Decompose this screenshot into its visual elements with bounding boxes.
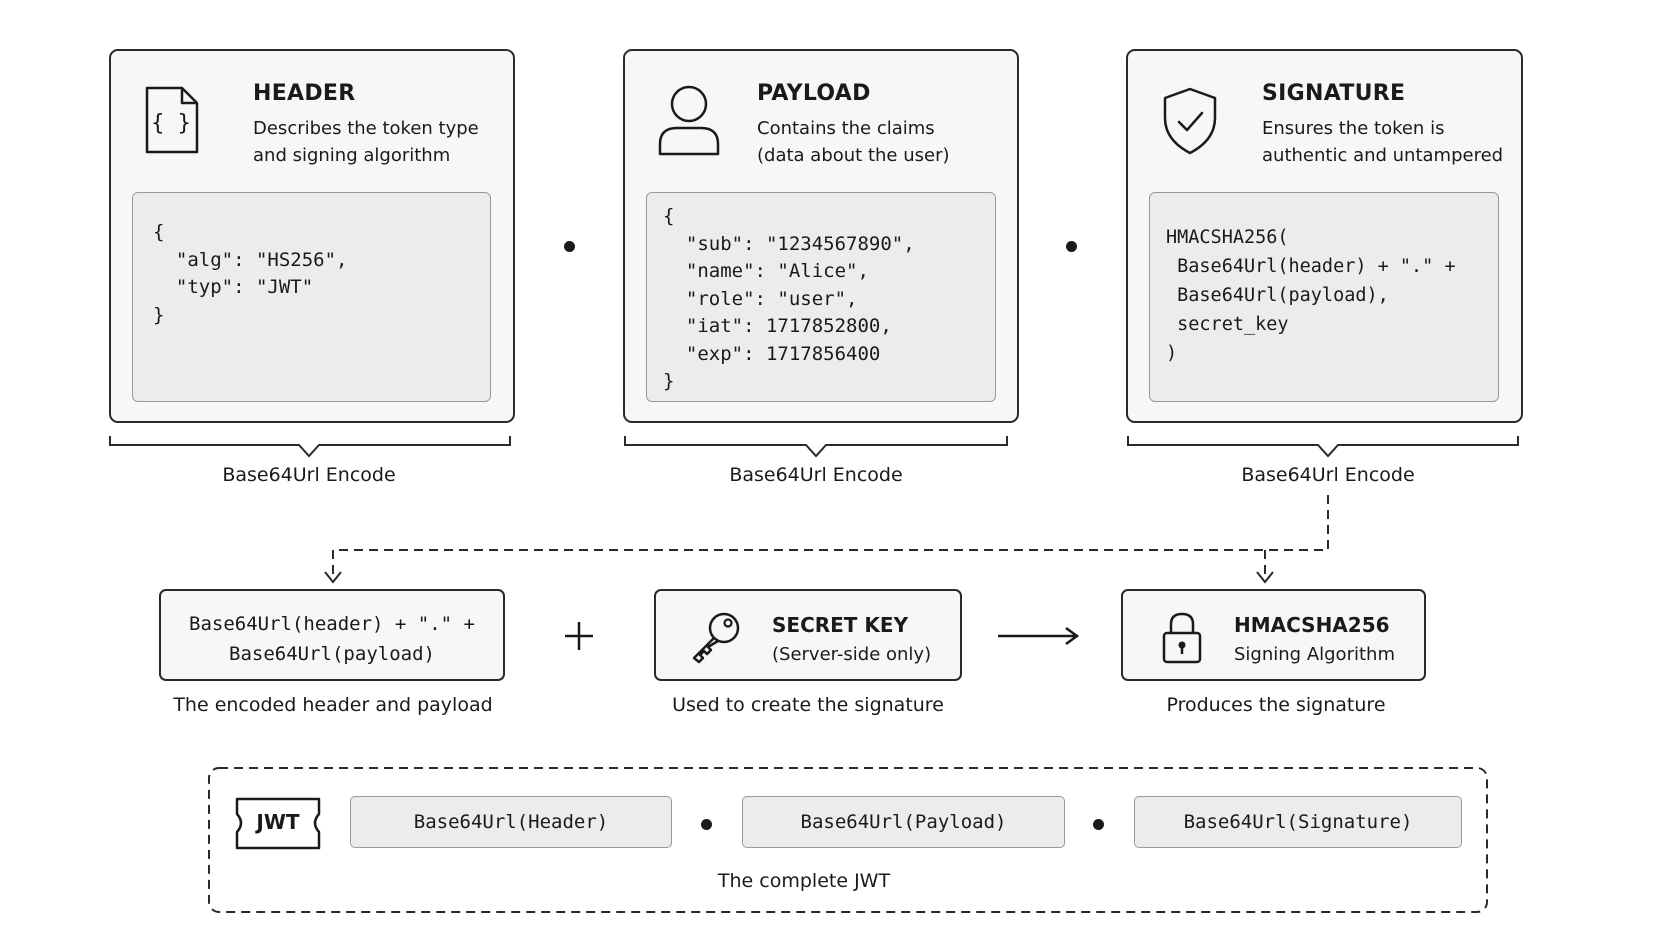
header-encode-label: Base64Url Encode (222, 464, 396, 486)
payload-code-box: { "sub": "1234567890", "name": "Alice", … (646, 192, 996, 402)
header-card: { } HEADER Describes the token type and … (109, 49, 515, 423)
jwt-badge: JWT (234, 796, 322, 851)
jwt-container (208, 767, 1488, 913)
payload-encode-label: Base64Url Encode (729, 464, 903, 486)
secret-key-caption: Used to create the signature (672, 694, 944, 716)
separator-dot-2 (1066, 241, 1077, 252)
algorithm-title: HMACSHA256 (1234, 613, 1390, 637)
jwt-segment-payload: Base64Url(Payload) (742, 796, 1065, 848)
secret-key-title: SECRET KEY (772, 613, 909, 637)
jwt-caption: The complete JWT (717, 870, 891, 892)
signature-description: Ensures the token is authentic and untam… (1262, 118, 1504, 166)
signing-input-code: Base64Url(header) + "." + Base64Url(payl… (189, 613, 475, 665)
arrowhead-right (1256, 571, 1274, 584)
signature-encode-label: Base64Url Encode (1241, 464, 1415, 486)
header-title: HEADER (253, 81, 356, 106)
key-icon (688, 608, 744, 668)
algorithm-subtitle: Signing Algorithm (1234, 644, 1395, 665)
header-code-box: { "alg": "HS256", "typ": "JWT" } (132, 192, 491, 402)
algorithm-box: HMACSHA256 Signing Algorithm (1121, 589, 1426, 681)
json-file-icon: { } (144, 85, 200, 159)
signature-code-box: HMACSHA256( Base64Url(header) + "." + Ba… (1149, 192, 1499, 402)
signature-title: SIGNATURE (1262, 81, 1406, 106)
header-description: Describes the token type and signing alg… (253, 118, 479, 166)
plus-sign (565, 622, 593, 650)
payload-card: PAYLOAD Contains the claims (data about … (623, 49, 1019, 423)
jwt-segment-header: Base64Url(Header) (350, 796, 672, 848)
secret-key-box: SECRET KEY (Server-side only) (654, 589, 962, 681)
signing-input-box: Base64Url(header) + "." + Base64Url(payl… (159, 589, 505, 681)
signature-brace (1127, 436, 1519, 458)
separator-dot-1 (564, 241, 575, 252)
user-icon (657, 84, 721, 162)
shield-check-icon (1161, 86, 1219, 160)
jwt-dot-1 (701, 819, 712, 830)
jwt-dot-2 (1093, 819, 1104, 830)
arrowhead-left (324, 571, 342, 584)
jwt-badge-label: JWT (256, 810, 300, 834)
lock-icon (1161, 611, 1203, 669)
payload-json: { "sub": "1234567890", "name": "Alice", … (663, 205, 915, 392)
jwt-segment-signature: Base64Url(Signature) (1134, 796, 1462, 848)
signature-card: SIGNATURE Ensures the token is authentic… (1126, 49, 1523, 423)
secret-key-subtitle: (Server-side only) (772, 644, 932, 665)
header-brace (109, 436, 511, 458)
arrow-to-algorithm (998, 626, 1080, 646)
payload-title: PAYLOAD (757, 81, 871, 106)
payload-brace (624, 436, 1008, 458)
dashed-route (332, 495, 1329, 580)
signature-formula: HMACSHA256( Base64Url(header) + "." + Ba… (1166, 227, 1456, 364)
signing-input-caption: The encoded header and payload (173, 694, 493, 716)
payload-description: Contains the claims (data about the user… (757, 118, 950, 166)
algorithm-caption: Produces the signature (1166, 694, 1386, 716)
header-json: { "alg": "HS256", "typ": "JWT" } (153, 221, 348, 326)
svg-text:{ }: { } (151, 111, 191, 136)
